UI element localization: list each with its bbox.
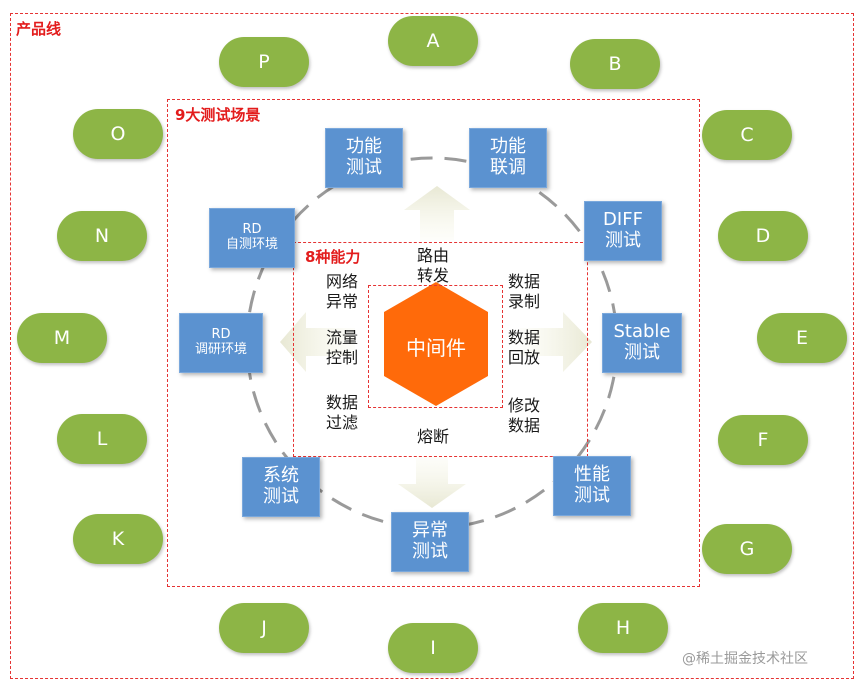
middleware-hexagon [384,282,488,406]
capability-circuit-breaking: 熔断 [417,427,450,446]
capability-network-exception: 网络 异常 [326,272,359,311]
scenario-line2: 联调 [490,157,526,178]
capabilities-label: 8种能力 [305,248,361,266]
scenario-line1: RD [242,222,262,238]
scenario-performance-test: 性能 测试 [553,456,631,516]
product-n: N [57,211,147,261]
scenario-line1: Stable [613,321,671,343]
scenario-line2: 测试 [263,486,299,507]
scenario-stable-test: Stable 测试 [602,313,682,373]
product-line-frame [10,13,854,679]
scenario-line2: 测试 [412,541,448,562]
arrow-left [280,312,355,372]
product-k: K [73,514,163,564]
capability-traffic-control: 流量 控制 [326,328,359,367]
product-d: D [718,211,808,261]
middleware-label: 中间件 [406,336,466,360]
scenario-line2: 测试 [605,230,641,251]
scenario-line2: 测试 [574,485,610,506]
product-i: I [388,623,478,673]
arrow-up [404,186,470,240]
capability-data-filtering: 数据 过滤 [326,393,359,432]
scenario-system-test: 系统 测试 [242,457,320,517]
product-m: M [17,313,107,363]
product-a: A [388,16,478,66]
arrow-right [520,312,592,372]
product-g: G [702,524,792,574]
capability-data-modification: 修改 数据 [508,396,541,435]
scenario-line1: RD [211,327,231,343]
product-b: B [570,39,660,89]
product-line-label: 产品线 [16,20,62,38]
scenario-rd-research-env: RD 调研环境 [179,313,263,373]
scenario-line1: 异常 [412,520,448,542]
scenario-line1: 性能 [574,464,610,486]
scenario-rd-selftest-env: RD 自测环境 [209,208,295,268]
product-p: P [219,37,309,87]
capabilities-frame [293,242,588,457]
scenario-line2: 测试 [346,157,382,178]
scenario-line2: 自测环境 [225,237,278,252]
scenario-line1: DIFF [603,209,643,231]
scenario-exception-test: 异常 测试 [391,512,469,572]
product-j: J [219,603,309,653]
middleware-frame [368,285,503,408]
product-e: E [757,313,847,363]
scenario-functional-integration: 功能 联调 [469,128,547,188]
scenarios-label: 9大测试场景 [175,106,261,124]
capability-data-replay: 数据 回放 [508,328,541,367]
scenario-line1: 功能 [346,136,382,158]
product-o: O [73,109,163,159]
product-f: F [718,415,808,465]
scenario-line1: 功能 [490,136,526,158]
scenario-functional-test: 功能 测试 [325,128,403,188]
watermark: @稀土掘金技术社区 [682,651,808,667]
scenario-line1: 系统 [263,465,299,487]
capability-data-recording: 数据 录制 [508,272,541,311]
capability-routing-forwarding: 路由 转发 [417,246,450,285]
product-h: H [578,603,668,653]
scenarios-frame [167,99,700,587]
scenario-line2: 测试 [624,342,660,363]
product-l: L [57,414,147,464]
scenario-line2: 调研环境 [194,342,247,357]
arrow-down [398,456,466,508]
scenario-diff-test: DIFF 测试 [584,201,662,261]
product-c: C [702,110,792,160]
